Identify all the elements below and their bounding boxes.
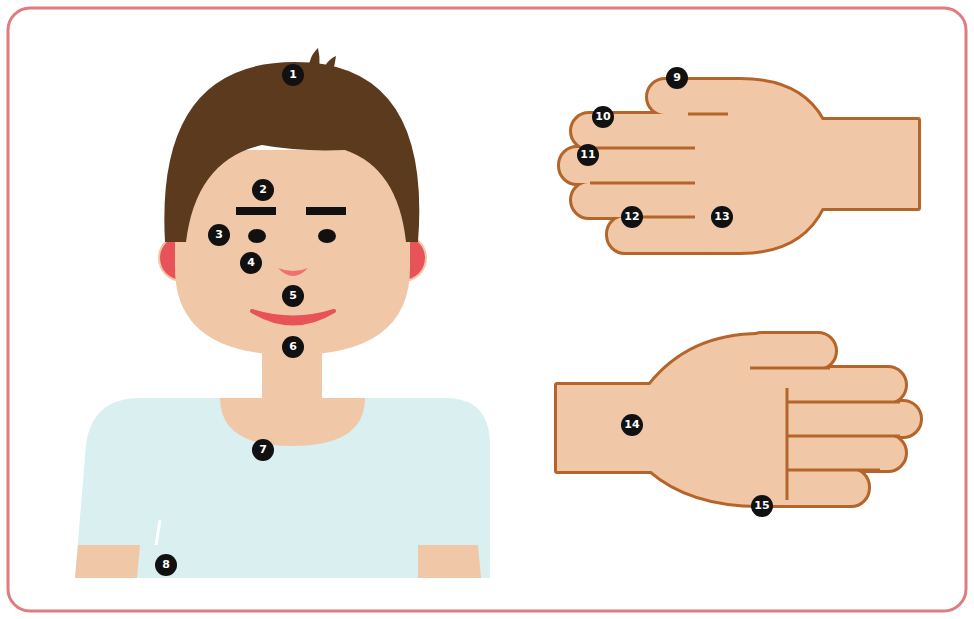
- frame: [8, 8, 966, 611]
- left-arm: [75, 545, 140, 578]
- finger-line: [787, 435, 900, 438]
- wrist-fill: [557, 385, 657, 471]
- wrist: [557, 385, 657, 471]
- callout-number: 4: [240, 252, 262, 274]
- callout-number: 12: [621, 206, 643, 228]
- eyebrow: [306, 207, 346, 215]
- finger-fill: [775, 368, 905, 402]
- thumb-fill: [745, 334, 835, 368]
- finger-line: [787, 469, 880, 472]
- callout-number: 1: [282, 64, 304, 86]
- right-arm: [418, 545, 481, 578]
- callout-number: 5: [282, 285, 304, 307]
- callout-number: 11: [577, 144, 599, 166]
- wrist: [818, 120, 918, 208]
- shirt: [75, 398, 490, 578]
- finger-fill: [775, 436, 905, 470]
- finger: [775, 402, 920, 436]
- finger-line: [787, 401, 900, 404]
- eyebrow: [236, 207, 276, 215]
- finger-line: [590, 182, 695, 185]
- callout-number: 2: [252, 179, 274, 201]
- finger-fill: [760, 470, 868, 505]
- finger-line: [590, 147, 695, 150]
- collar: [220, 398, 365, 446]
- finger: [775, 436, 905, 470]
- hair-tuft: [320, 56, 336, 88]
- callout-number: 15: [751, 495, 773, 517]
- hand-back: [560, 80, 918, 252]
- finger: [760, 470, 868, 505]
- thumb: [648, 80, 748, 114]
- mouth: [252, 311, 334, 324]
- callout-number: 3: [208, 224, 230, 246]
- finger-line: [688, 113, 728, 116]
- thumb-fill: [648, 80, 748, 114]
- hair-tuft: [309, 48, 320, 84]
- callout-number: 13: [711, 206, 733, 228]
- nose: [278, 268, 308, 276]
- callout-number: 7: [252, 439, 274, 461]
- finger: [775, 368, 905, 402]
- thumb: [745, 334, 835, 368]
- callout-number: 9: [666, 67, 688, 89]
- eye: [248, 229, 266, 243]
- hand-palm: [557, 334, 920, 505]
- callout-number: 10: [592, 106, 614, 128]
- finger-fill: [775, 402, 920, 436]
- finger-line: [750, 367, 830, 370]
- callout-number: 6: [282, 336, 304, 358]
- hair: [164, 62, 419, 242]
- callout-number: 8: [155, 554, 177, 576]
- eye: [318, 229, 336, 243]
- finger-line: [640, 216, 695, 219]
- callout-number: 14: [621, 414, 643, 436]
- wrist-fill: [818, 120, 918, 208]
- sleeve-line: [156, 520, 160, 545]
- boy: [75, 48, 490, 578]
- face: [175, 150, 410, 355]
- palm-line: [786, 388, 789, 500]
